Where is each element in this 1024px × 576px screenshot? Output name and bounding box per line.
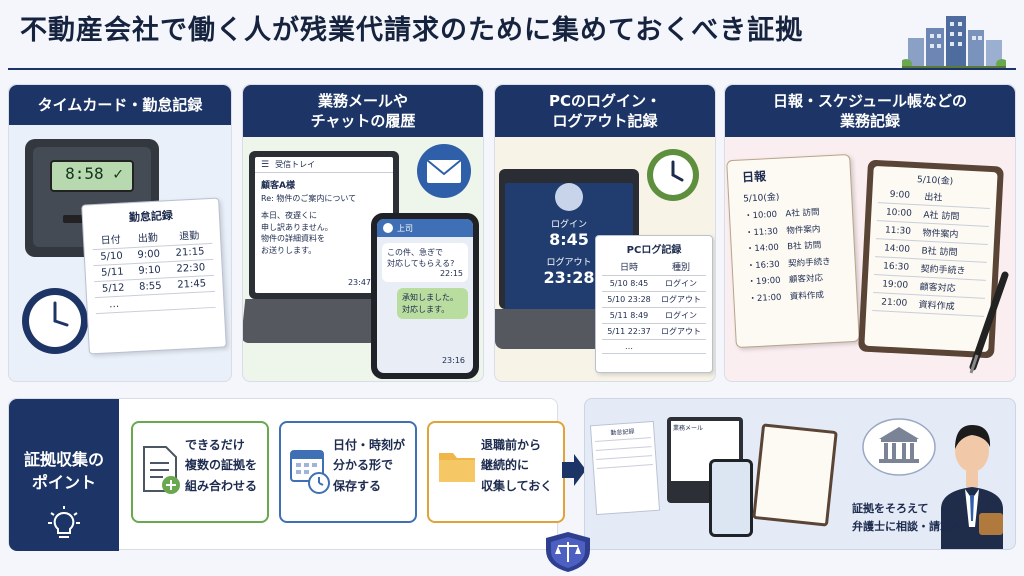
table-cell: ログイン bbox=[655, 275, 706, 292]
pc-log-card: PCのログイン・ ログアウト記録 ログイン 8:45 ログアウト 23:28 P… bbox=[494, 84, 716, 382]
table-cell bbox=[169, 291, 216, 310]
point-text: 退職前から 継続的に 収集しておく bbox=[481, 438, 553, 493]
email-subject: Re: 物件のご案内について bbox=[261, 194, 357, 203]
collection-points-panel: 証拠収集の ポイント できるだけ 複数の証拠を 組み合わせる bbox=[8, 398, 565, 551]
attendance-sheet: 勤怠記録 日付 出勤 退勤 5/10 9:00 21:15 5/11 9:10 … bbox=[81, 197, 227, 355]
daily-report-card-title: 日報・スケジュール帳などの 業務記録 bbox=[725, 85, 1015, 137]
logout-label: ログアウト bbox=[546, 258, 592, 268]
point-combine-evidence: できるだけ 複数の証拠を 組み合わせる bbox=[131, 421, 269, 523]
evidence-sheet: 勤怠記録 bbox=[589, 420, 661, 516]
table-cell: 16:30 bbox=[874, 256, 919, 277]
attendance-col-date: 日付 bbox=[91, 228, 130, 250]
report-date: 5/10(金) bbox=[742, 192, 780, 205]
table-cell: … bbox=[602, 339, 656, 354]
point-date-time: 日付・時刻が 分かる形で 保存する bbox=[279, 421, 417, 523]
table-cell bbox=[132, 293, 171, 312]
timecard-card-title: タイムカード・勤怠記録 bbox=[9, 85, 231, 125]
document-plus-icon bbox=[143, 446, 180, 494]
table-cell: ログアウト bbox=[655, 291, 706, 308]
table-cell: ログアウト bbox=[655, 323, 706, 340]
consult-caption: 証拠をそろえて 弁護士に相談・請求へ bbox=[852, 502, 962, 533]
law-firm-emblem-icon bbox=[546, 532, 590, 572]
attendance-col-out: 退勤 bbox=[165, 223, 213, 246]
pen-icon bbox=[969, 271, 1009, 374]
table-cell: 10:00 bbox=[876, 202, 921, 223]
evidence-mail-title: 業務メール bbox=[673, 425, 704, 432]
point-text: できるだけ 複数の証拠を 組み合わせる bbox=[185, 438, 258, 493]
user-avatar-icon bbox=[555, 183, 583, 211]
chat-message: この件、急ぎで 対応してもらえる? 22:15 bbox=[382, 243, 468, 283]
chat-message-text: この件、急ぎで 対応してもらえる? bbox=[387, 248, 455, 269]
email-chat-card-title: 業務メールや チャットの履歴 bbox=[243, 85, 483, 137]
evidence-sheet-title: 勤怠記録 bbox=[610, 428, 635, 437]
timecard-card: タイムカード・勤怠記録 8:58 ✓ 勤怠記録 日付 出勤 退勤 5/10 9:… bbox=[8, 84, 232, 382]
table-cell: 11:30 bbox=[875, 220, 920, 241]
table-row: … bbox=[602, 339, 706, 354]
lightbulb-icon bbox=[48, 505, 80, 538]
chat-reply-time: 23:16 bbox=[441, 356, 465, 365]
page-title: 不動産会社で働く人が残業代請求のために集めておくべき証拠 bbox=[20, 15, 804, 46]
buildings-icon bbox=[902, 16, 1006, 68]
table-cell: 9:00 bbox=[877, 185, 922, 205]
pc-log-card-title: PCのログイン・ ログアウト記録 bbox=[495, 85, 715, 137]
pc-log-col-datetime: 日時 bbox=[602, 258, 656, 276]
email-chat-card: 業務メールや チャットの履歴 ☰ 受信トレイ 顧客A様 Re: 物件のご案内につ… bbox=[242, 84, 484, 382]
table-cell: 14:00 bbox=[875, 238, 920, 259]
avatar bbox=[383, 223, 393, 233]
calendar-clock-icon bbox=[290, 450, 330, 494]
table-cell: 5/11 22:37 bbox=[602, 323, 656, 340]
report-title: 日報 bbox=[741, 169, 767, 185]
attendance-table: 日付 出勤 退勤 5/10 9:00 21:15 5/11 9:10 22:30… bbox=[91, 223, 216, 314]
logout-time: 23:28 bbox=[543, 268, 595, 287]
table-cell: ログイン bbox=[655, 307, 706, 324]
chat-reply: 承知しました。 対応します。 bbox=[397, 288, 468, 319]
daily-report-card: 日報・スケジュール帳などの 業務記録 日報 5/10(金) ・10:00 A社 … bbox=[724, 84, 1016, 382]
clock-icon bbox=[647, 149, 699, 201]
chat-reply-text: 承知しました。 対応します。 bbox=[402, 293, 458, 314]
point-text: 日付・時刻が 分かる形で 保存する bbox=[333, 438, 406, 493]
menu-icon: ☰ bbox=[261, 159, 270, 170]
pc-log-title: PCログ記録 bbox=[626, 245, 682, 256]
login-time: 8:45 bbox=[549, 230, 589, 249]
table-cell: 9:10 bbox=[130, 261, 169, 280]
chat-message-time: 22:15 bbox=[439, 269, 463, 279]
table-cell: 5/10 23:28 bbox=[602, 291, 656, 308]
email-recipient: 顧客A様 bbox=[261, 181, 295, 191]
table-cell: 5/10 8:45 bbox=[602, 275, 656, 292]
table-cell: … bbox=[95, 295, 134, 314]
point-continuous-collection: 退職前から 継続的に 収集しておく bbox=[427, 421, 565, 523]
envelope-icon bbox=[417, 144, 471, 198]
table-cell: 19:00 bbox=[873, 274, 918, 295]
arrow-right-icon bbox=[562, 454, 586, 486]
email-time: 23:47 bbox=[347, 278, 371, 287]
chat-sender: 上司 bbox=[397, 223, 413, 233]
attendance-col-in: 出勤 bbox=[128, 226, 167, 248]
collection-points-title-text: 証拠収集の ポイント bbox=[23, 450, 104, 493]
clock-icon bbox=[22, 288, 88, 354]
table-cell: 5/11 8:49 bbox=[602, 307, 656, 324]
timecard-display: 8:58 ✓ bbox=[65, 164, 123, 183]
smartphone: 上司 この件、急ぎで 対応してもらえる? 22:15 承知しました。 対応します… bbox=[371, 213, 479, 379]
courthouse-icon bbox=[862, 418, 936, 476]
login-label: ログイン bbox=[550, 220, 587, 230]
lawyer-avatar bbox=[941, 425, 1003, 549]
consult-lawyer-panel: 勤怠記録 業務メール bbox=[584, 398, 1016, 550]
table-cell: 21:00 bbox=[872, 292, 917, 313]
evidence-notebook bbox=[752, 423, 838, 527]
inbox-label: 受信トレイ bbox=[275, 160, 316, 169]
collection-points-title: 証拠収集の ポイント bbox=[9, 399, 119, 551]
evidence-phone bbox=[709, 459, 753, 537]
title-divider bbox=[8, 68, 1016, 70]
daily-report-notebook: 日報 5/10(金) ・10:00 A社 訪問 ・11:30 物件案内 ・14:… bbox=[726, 153, 860, 349]
email-body: 本日、夜遅くに 申し訳ありません。 物件の詳細資料を お送りします。 bbox=[261, 211, 333, 255]
pc-log-col-type: 種別 bbox=[655, 258, 706, 276]
folder-icon bbox=[439, 453, 475, 482]
table-cell bbox=[655, 339, 706, 354]
